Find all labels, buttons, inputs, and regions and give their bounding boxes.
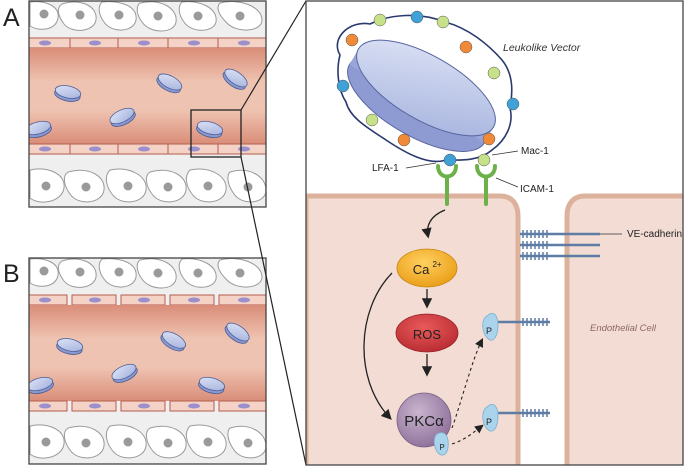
phospho-junction-2: P — [482, 403, 499, 432]
panel-a-vessel — [29, 1, 266, 207]
label-ve-cadherin: VE-cadherin — [627, 229, 682, 240]
phospho-pkc: P — [433, 432, 449, 456]
zoom-connector-bottom — [240, 156, 307, 466]
endothelial-cell-right — [564, 193, 683, 465]
label-pointers — [405, 150, 622, 235]
label-lfa1: LFA-1 — [372, 163, 399, 174]
node-ca2-label: Ca — [413, 262, 430, 277]
zoom-connector-top — [240, 0, 307, 111]
label-icam1: ICAM-1 — [520, 184, 554, 195]
svg-text:P: P — [486, 326, 492, 336]
panel-letter-b: B — [3, 260, 20, 288]
node-ros: ROS — [395, 313, 459, 353]
label-endothelial-cell: Endothelial Cell — [590, 323, 657, 334]
svg-text:P: P — [439, 443, 444, 452]
zoom-panel-frame — [305, 0, 684, 466]
panel-b-vessel — [29, 258, 266, 464]
node-ca2-superscript: 2+ — [432, 260, 441, 269]
panel-a-frame — [28, 0, 267, 208]
node-ca2: Ca 2+ — [396, 248, 458, 288]
zoom-box — [190, 109, 242, 158]
svg-text:P: P — [486, 417, 492, 427]
icam1-receptors — [436, 164, 497, 206]
node-ros-label: ROS — [413, 327, 442, 342]
ve-cadherin-ticks — [522, 230, 548, 417]
ve-cadherin-junctions — [496, 232, 600, 415]
panel-letter-a: A — [3, 4, 20, 32]
pathway-arrows — [363, 209, 446, 420]
node-pkc-label: PKCα — [404, 413, 444, 430]
phospho-junction-1: P — [482, 312, 499, 341]
label-mac1: Mac-1 — [521, 146, 549, 157]
label-leukolike-vector: Leukolike Vector — [503, 42, 581, 54]
phosphorylation-arrows — [451, 338, 484, 445]
panel-b-frame — [28, 257, 267, 465]
leukolike-vector — [336, 10, 520, 167]
